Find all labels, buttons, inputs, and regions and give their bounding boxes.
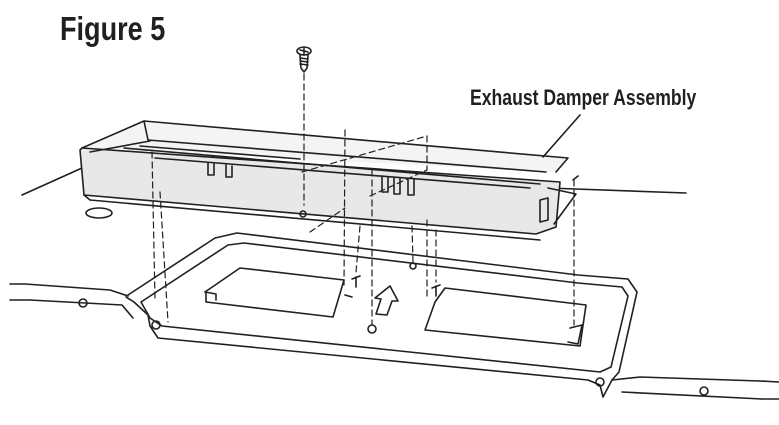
exhaust-damper-assembly-label: Exhaust Damper Assembly [470, 85, 697, 110]
mounting-hole [151, 320, 161, 330]
screw-hole [409, 262, 417, 270]
left-opening [204, 267, 345, 318]
alignment-slot [351, 275, 361, 288]
alignment-guides [151, 73, 575, 326]
screw-icon [296, 46, 312, 73]
arrow-up-icon [374, 285, 399, 316]
hood-top-panel [21, 167, 687, 219]
mounting-frame [125, 232, 638, 398]
vent-hole [85, 207, 113, 219]
right-opening [424, 287, 587, 347]
alignment-slot [431, 284, 441, 297]
mounting-hole [699, 386, 709, 396]
screw-hole [299, 210, 307, 218]
hood-front-panel [9, 283, 779, 400]
callout-leader-line [542, 114, 581, 158]
mounting-hole [595, 377, 605, 387]
screw-hole [367, 324, 377, 334]
figure-title: Figure 5 [60, 10, 166, 47]
exhaust-damper-assembly [79, 120, 579, 241]
mounting-hole [78, 298, 88, 308]
